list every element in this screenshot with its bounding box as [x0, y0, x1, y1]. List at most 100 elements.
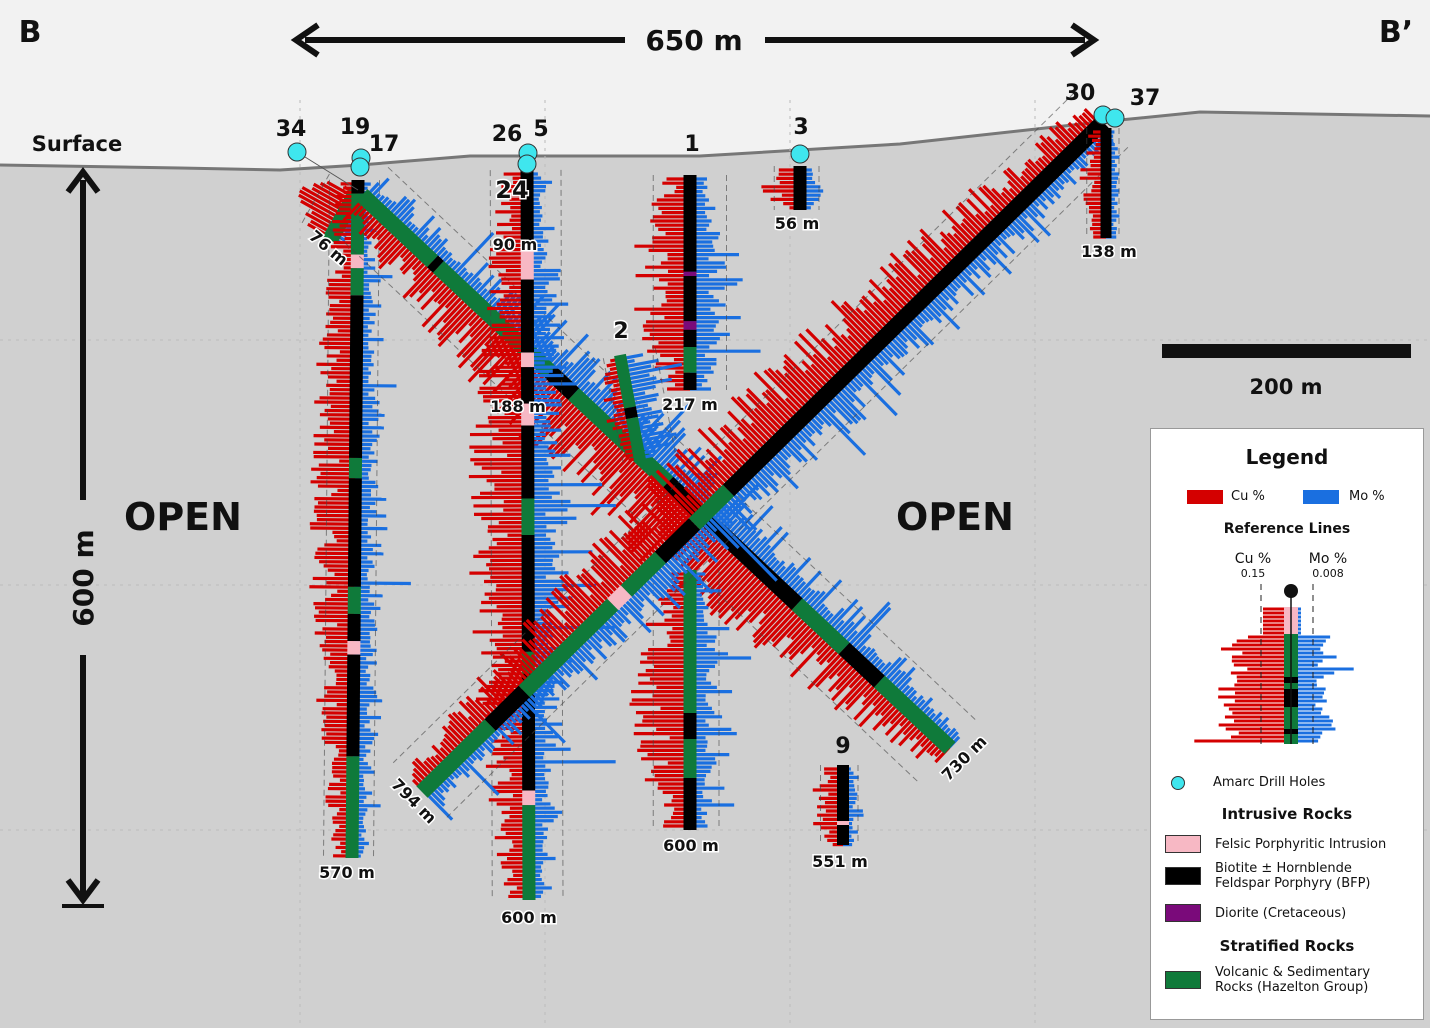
drill-holes [287, 92, 1129, 901]
hole-depth-2: 600 m [663, 836, 719, 855]
volcanic-interval [568, 388, 674, 489]
cu-bar [687, 447, 731, 492]
ref-mo-value: 0.008 [1312, 567, 1344, 580]
cu-bar [730, 396, 778, 445]
drill-hole-30 [392, 92, 1129, 821]
volcanic-interval [614, 353, 636, 409]
mo-bar [622, 358, 659, 369]
hole-id-1: 1 [684, 132, 699, 157]
cu-bar [598, 537, 641, 580]
width-label: 650 m [645, 24, 742, 57]
reference-line [489, 170, 493, 901]
cu-swatch [1187, 489, 1223, 504]
legend-drill-holes: Amarc Drill Holes [1171, 775, 1325, 790]
cu-bar [709, 564, 758, 616]
cu-bar [545, 597, 584, 636]
intrusive-title: Intrusive Rocks [1221, 805, 1353, 823]
cu-bar [941, 209, 979, 247]
section-label-left: B [19, 15, 42, 50]
legend-diorite: Diorite (Cretaceous) [1165, 904, 1346, 922]
cu-bar [674, 453, 722, 501]
ref-cu: Cu % 0.15 [1229, 551, 1277, 580]
cu-bar [707, 426, 751, 471]
volcanic-interval [416, 719, 496, 798]
cu-bar [436, 297, 474, 336]
reference-line [654, 348, 676, 454]
cu-bar [775, 369, 814, 409]
cu-bar [879, 265, 919, 306]
scale-label: 200 m [1249, 375, 1322, 399]
hole-id-19: 19 [340, 115, 371, 140]
cu-bar [421, 285, 461, 328]
volcanic-interval [791, 598, 850, 655]
reference-line [602, 358, 624, 464]
volcanic-label-line1: Volcanic & Sedimentary [1215, 965, 1371, 980]
hole-id-17: 17 [369, 132, 400, 157]
cu-bar [824, 323, 862, 362]
bfp-interval [722, 116, 1109, 497]
cu-bar [919, 228, 958, 268]
diorite-swatch [1165, 904, 1201, 922]
legend-title: Legend [1245, 445, 1329, 469]
reference-line [329, 228, 919, 783]
open-label-left: OPEN [124, 495, 242, 539]
cu-bar [561, 583, 599, 621]
mo-bar [623, 362, 683, 378]
mo-bar [667, 547, 714, 595]
reference-line [560, 169, 564, 900]
reference-example-hole [1194, 584, 1354, 744]
cu-bar [553, 587, 593, 627]
reference-line [372, 180, 380, 859]
volcanic-interval [873, 675, 956, 754]
cu-bar [793, 340, 838, 386]
hole-depth-5: 188 m [490, 397, 546, 416]
mo-bar [862, 356, 902, 396]
mo-bar [850, 368, 898, 417]
bfp-interval [346, 654, 361, 757]
cu-bar [576, 432, 617, 476]
drill-hole-icon [1171, 775, 1185, 790]
mo-bar [847, 606, 892, 654]
cu-bar [783, 359, 823, 400]
legend-mo: Mo % [1303, 489, 1385, 504]
mo-bar [643, 571, 682, 610]
cu-bar [437, 303, 480, 348]
cu-bar [674, 521, 712, 561]
cu-bar [437, 300, 477, 341]
cu-bar [547, 409, 593, 457]
cu-bar [298, 189, 345, 217]
cu-bar [550, 412, 596, 460]
cu-bar [456, 317, 495, 359]
hole-id-26: 26 [492, 122, 523, 147]
hole-id-5: 5 [533, 117, 548, 142]
cu-bar [707, 553, 746, 594]
hole-depth-1: 217 m [662, 395, 718, 414]
hole-id-9: 9 [835, 734, 850, 759]
mo-bar [706, 509, 778, 582]
ref-cu-label: Cu % [1234, 551, 1272, 567]
cu-bar [761, 605, 801, 646]
scale-bar [1162, 344, 1411, 358]
drill-hole-collar-icon [517, 154, 537, 174]
cu-bar [833, 671, 871, 711]
hole-id-3: 3 [793, 115, 808, 140]
bfp-label-line1: Biotite ± Hornblende [1215, 861, 1352, 876]
cu-bar [807, 648, 847, 690]
drill-holes-label: Amarc Drill Holes [1213, 775, 1326, 790]
cu-bar [562, 423, 608, 473]
mo-bar [703, 512, 740, 549]
cu-bar [606, 461, 648, 505]
mo-label: Mo % [1349, 489, 1385, 504]
cu-bar [752, 596, 792, 638]
cu-bar [868, 278, 907, 318]
open-label-right: OPEN [896, 495, 1014, 539]
depth-label: 600 m [67, 529, 100, 626]
cu-bar [461, 320, 498, 359]
mo-bar [844, 601, 891, 651]
cu-bar [558, 415, 599, 458]
ref-cu-value: 0.15 [1240, 567, 1266, 580]
cu-bar [735, 585, 780, 632]
cu-bar [753, 371, 802, 421]
